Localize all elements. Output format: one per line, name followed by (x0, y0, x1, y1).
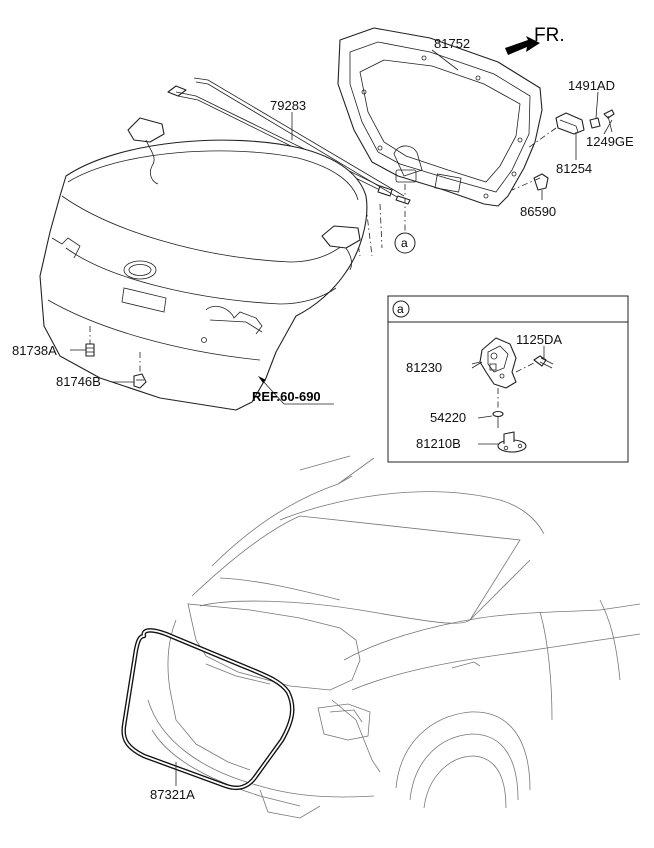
tailgate-panel (39, 117, 368, 411)
lift-rod-lower (193, 77, 411, 205)
bumper-stop (533, 173, 549, 191)
screw-part (603, 109, 615, 133)
leader-1249GE (603, 119, 613, 135)
detail-callout-circle (392, 300, 410, 318)
dashline-rod-b (365, 205, 373, 257)
label-1125DA: 1125DA (516, 332, 562, 347)
front-direction-label: FR. (534, 25, 565, 46)
car-rear-body (147, 455, 641, 819)
label-81254: 81254 (556, 161, 592, 176)
label-87321A: 87321A (150, 787, 195, 802)
nut-part (589, 117, 601, 129)
leader-81752 (431, 49, 459, 71)
ref-arrow (258, 376, 334, 405)
label-81746B: 81746B (56, 374, 101, 389)
label-79283: 79283 (270, 98, 306, 113)
label-81230: 81230 (406, 360, 442, 375)
bolt-dashline (515, 361, 537, 373)
latch-assembly (471, 337, 517, 389)
striker (497, 431, 527, 453)
label-54220: 54220 (430, 410, 466, 425)
leader-81230 (471, 361, 483, 369)
reference-label: REF.60-690 (252, 389, 321, 404)
label-81738A: 81738A (12, 343, 57, 358)
label-81752: 81752 (434, 36, 470, 51)
leader-54220 (477, 415, 493, 419)
dashline-rod-c (379, 203, 383, 249)
label-86590: 86590 (520, 204, 556, 219)
latch-bolt (533, 355, 554, 369)
grommet (133, 373, 147, 389)
callout-letter: a (401, 236, 408, 250)
label-1491AD: 1491AD (568, 78, 615, 93)
leader-1491AD (595, 91, 599, 119)
label-1249GE: 1249GE (586, 134, 634, 149)
handle-dashline (527, 127, 557, 149)
front-direction-arrow (505, 36, 540, 55)
label-81210B: 81210B (416, 436, 461, 451)
tailgate-trim-panel (337, 27, 543, 207)
small-screw (492, 410, 504, 428)
detail-callout-letter: a (397, 302, 404, 316)
rubber-bumper (85, 343, 95, 357)
weatherstrip-seal (121, 628, 295, 791)
trim-handle (555, 112, 585, 135)
stop-dashline (511, 177, 541, 191)
callout-circle (394, 232, 416, 254)
